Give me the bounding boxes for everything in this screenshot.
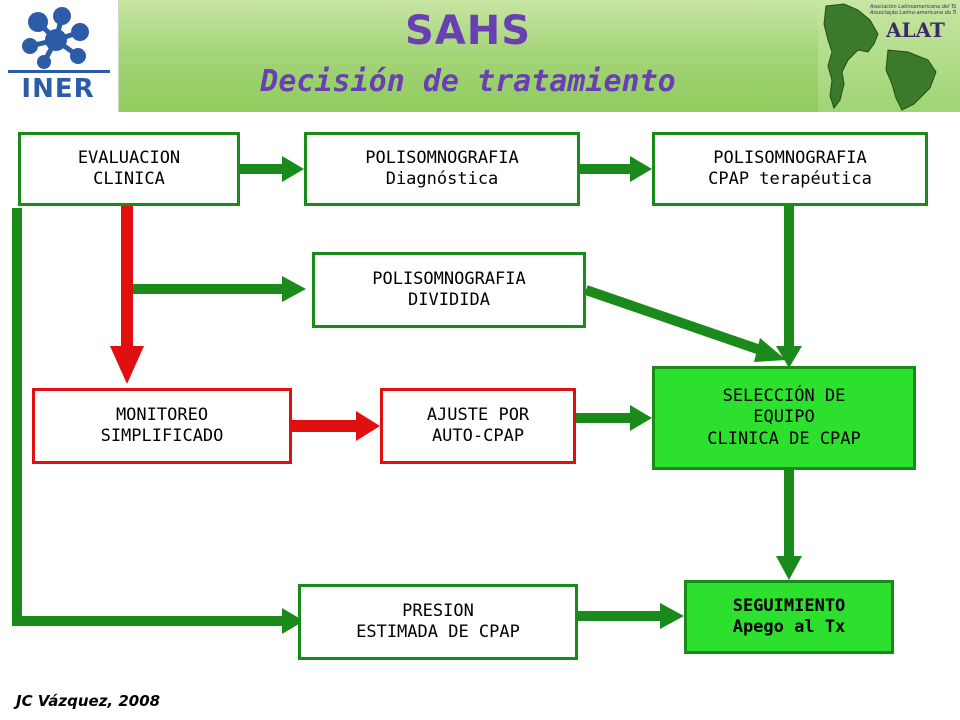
node-label: ESTIMADA DE CPAP (356, 622, 520, 642)
node-label: SELECCIÓN DE (722, 386, 846, 407)
left-flow-line (12, 208, 22, 626)
node-label: CPAP terapéutica (708, 169, 872, 189)
iner-emblem-icon (8, 7, 110, 73)
arrow-head (356, 411, 380, 441)
node-label: EVALUACION (77, 147, 181, 168)
arrow-shaft (784, 206, 794, 348)
node-label: Apego al Tx (732, 617, 846, 637)
node-label: AUTO-CPAP (431, 426, 525, 446)
iner-logo: INER (0, 0, 119, 112)
node-label: DIVIDIDA (408, 290, 490, 310)
node-label: POLISOMNOGRAFIA (713, 147, 867, 168)
page-title: SAHS (404, 8, 532, 54)
arrow-head (630, 156, 652, 182)
node-psg-diagnostica: POLISOMNOGRAFIA Diagnóstica (304, 132, 580, 206)
node-psg-cpap-terapeutica: POLISOMNOGRAFIA CPAP terapéutica (652, 132, 928, 206)
node-label: EQUIPO (753, 407, 815, 428)
node-evaluacion-clinica: EVALUACION CLINICA (18, 132, 240, 206)
node-seleccion-equipo: SELECCIÓN DE EQUIPO CLINICA DE CPAP (652, 366, 916, 470)
node-ajuste-auto-cpap: AJUSTE POR AUTO-CPAP (380, 388, 576, 464)
arrow-head (110, 346, 144, 384)
arrow-head (282, 608, 304, 634)
arrow-head (754, 338, 786, 362)
node-label: SEGUIMIENTO (732, 595, 846, 616)
arrow-head (282, 276, 306, 302)
arrow-shaft (240, 164, 284, 174)
node-label: PRESION (402, 600, 474, 621)
arrow-head (776, 346, 802, 368)
arrow-shaft (584, 285, 768, 357)
alat-logo-text: ALAT (886, 18, 945, 42)
arrow-shaft (132, 284, 284, 294)
arrow-head (660, 603, 684, 629)
node-label: CLINICA DE CPAP (707, 428, 861, 449)
arrow-shaft (12, 616, 284, 626)
header-band (118, 0, 818, 112)
arrow-shaft (578, 611, 662, 621)
node-label: CLINICA (93, 169, 165, 189)
arrow-head (282, 156, 304, 182)
node-monitoreo-simplificado: MONITOREO SIMPLIFICADO (32, 388, 292, 464)
page-subtitle: Decisión de tratamiento (260, 64, 676, 99)
alat-logo (818, 0, 960, 112)
alat-caption-line: Asociación Latinoamericana del Tórax (870, 4, 956, 10)
arrow-shaft (580, 164, 632, 174)
arrow-head (630, 405, 652, 431)
alat-caption-line: Associação Latino-americana do Tórax (870, 10, 956, 16)
node-label: MONITOREO (115, 404, 209, 425)
node-presion-estimada: PRESION ESTIMADA DE CPAP (298, 584, 578, 660)
arrow-shaft (576, 413, 632, 423)
node-psg-dividida: POLISOMNOGRAFIA DIVIDIDA (312, 252, 586, 328)
arrow-shaft (784, 470, 794, 558)
node-label: Diagnóstica (385, 169, 499, 189)
author-credit: JC Vázquez, 2008 (16, 692, 161, 710)
iner-logo-text: INER (21, 74, 95, 104)
node-label: AJUSTE POR (426, 404, 530, 425)
arrow-shaft (292, 420, 358, 432)
arrow-head (776, 556, 802, 580)
node-seguimiento: SEGUIMIENTO Apego al Tx (684, 580, 894, 654)
americas-map-icon (823, 3, 937, 111)
node-label: POLISOMNOGRAFIA (365, 147, 519, 168)
node-label: POLISOMNOGRAFIA (372, 268, 526, 289)
node-label: SIMPLIFICADO (100, 426, 224, 446)
arrow-shaft (121, 200, 133, 348)
